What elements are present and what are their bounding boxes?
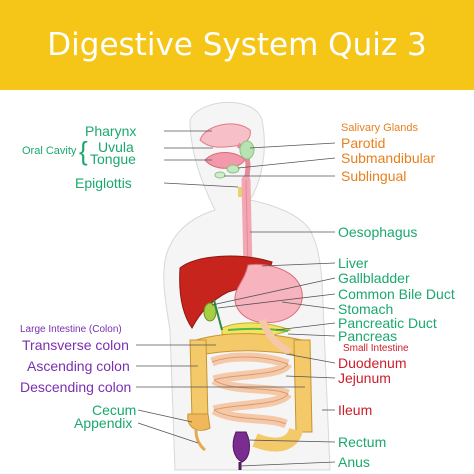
label-pharynx: Pharynx: [85, 123, 137, 139]
label-oral-cavity: Oral Cavity: [22, 145, 77, 157]
label-jejunum: Jejunum: [338, 370, 391, 386]
gallbladder: [203, 302, 217, 322]
descending-colon: [293, 339, 313, 433]
duodenum: [258, 318, 292, 356]
label-submandibular: Submandibular: [341, 150, 436, 166]
label-appendix: Appendix: [74, 415, 133, 431]
label-pancreas: Pancreas: [338, 328, 398, 344]
oral-cavity-brace: {: [79, 136, 88, 166]
pancreatic-duct: [227, 327, 289, 332]
nasal-cavity: [199, 123, 251, 148]
stomach: [234, 263, 303, 324]
label-liver: Liver: [338, 255, 369, 271]
label-stomach: Stomach: [338, 301, 394, 317]
label-small-intestine-header: Small Intestine: [343, 343, 409, 354]
label-duodenum: Duodenum: [338, 355, 407, 371]
label-oesophagus: Oesophagus: [338, 224, 418, 240]
label-uvula: Uvula: [98, 139, 134, 155]
label-pancreatic-duct: Pancreatic Duct: [338, 315, 437, 331]
cecum: [187, 413, 211, 431]
label-large-intestine-header: Large Intestine (Colon): [20, 324, 122, 335]
sublingual-gland: [214, 171, 226, 179]
label-sublingual: Sublingual: [341, 168, 407, 184]
label-transverse-colon: Transverse colon: [22, 337, 129, 353]
ascending-colon: [189, 339, 209, 421]
label-epiglottis: Epiglottis: [75, 175, 132, 191]
label-anus: Anus: [338, 454, 370, 470]
label-common-bile-duct: Common Bile Duct: [338, 286, 455, 302]
common-bile-duct: [213, 299, 223, 331]
epiglottis-marker: [238, 187, 242, 197]
parotid-gland: [239, 140, 255, 160]
label-descending-colon: Descending colon: [20, 379, 132, 395]
appendix: [194, 429, 206, 452]
digestive-system-diagram: [136, 101, 336, 471]
rectum: [232, 431, 250, 463]
label-tongue: Tongue: [90, 151, 136, 167]
label-rectum: Rectum: [338, 434, 387, 450]
page-title: Digestive System Quiz 3: [47, 27, 427, 63]
label-parotid: Parotid: [341, 135, 386, 151]
label-gallbladder: Gallbladder: [338, 270, 410, 286]
label-ascending-colon: Ascending colon: [27, 358, 130, 374]
title-banner: [0, 0, 474, 90]
label-ileum: Ileum: [338, 402, 373, 418]
label-salivary-glands-header: Salivary Glands: [341, 122, 419, 134]
label-cecum: Cecum: [92, 402, 137, 418]
leader-lines: [136, 130, 336, 467]
sigmoid-colon: [252, 427, 303, 452]
submandibular-gland: [226, 164, 240, 174]
